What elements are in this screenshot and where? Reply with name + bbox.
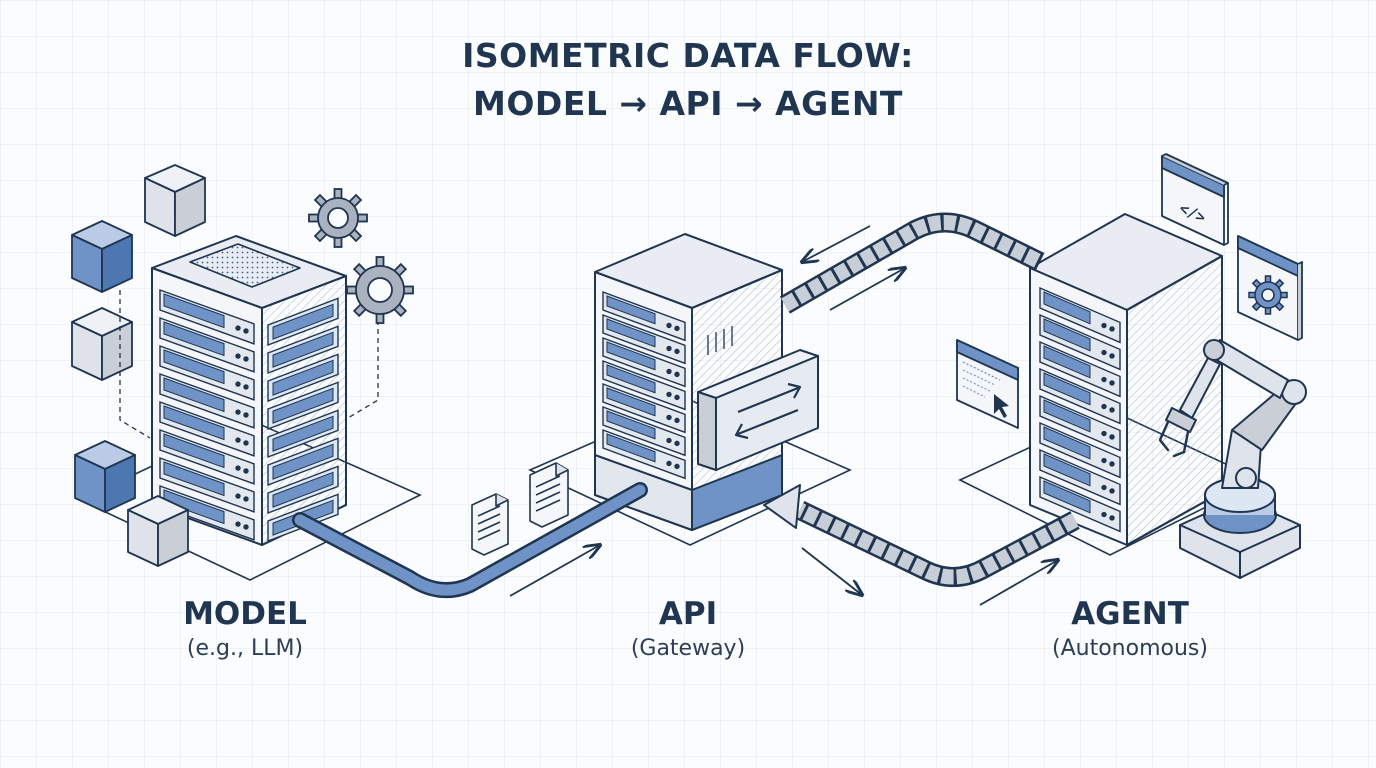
return-arrowhead xyxy=(763,484,801,529)
gear-icon xyxy=(346,256,414,324)
exchange-arrows-icon xyxy=(734,382,802,440)
cube-gray-bottom xyxy=(127,495,189,567)
gear-icon xyxy=(308,188,368,248)
model-data-cubes xyxy=(71,164,379,567)
api-label: API xyxy=(658,596,718,632)
code-window-icon xyxy=(1161,153,1229,246)
api-exchange-panel xyxy=(697,349,819,471)
gear-connector-dashed xyxy=(347,320,379,419)
model-rack-slots xyxy=(159,289,339,543)
cube-blue-left xyxy=(71,220,133,293)
cube-blue-bottom xyxy=(74,440,136,513)
api-sublabel: (Gateway) xyxy=(630,636,746,661)
diagram-title-line1: ISOMETRIC DATA FLOW: xyxy=(462,36,914,75)
api-rack-slots xyxy=(602,290,686,480)
cube-gray-top xyxy=(144,164,206,237)
cube-connector-dashed xyxy=(119,290,151,439)
model-to-api-pipe xyxy=(292,482,648,599)
robot-arm xyxy=(1158,339,1307,579)
agent-label: AGENT xyxy=(1071,596,1189,632)
diagram-title-line2: MODEL → API → AGENT xyxy=(473,84,903,123)
model-label: MODEL xyxy=(183,596,307,632)
agent-to-api-conveyor-bottom xyxy=(763,484,1080,588)
document-icon xyxy=(529,462,569,528)
document-icon xyxy=(471,493,509,556)
gear-icon xyxy=(1248,275,1288,315)
api-to-agent-conveyor-top xyxy=(780,212,1045,314)
agent-sublabel: (Autonomous) xyxy=(1052,636,1208,661)
model-sublabel: (e.g., LLM) xyxy=(186,636,304,661)
cube-gray-mid xyxy=(71,307,133,381)
agent-rack-slots xyxy=(1039,286,1121,533)
cursor-window-icon xyxy=(956,339,1019,429)
api-vents xyxy=(707,326,733,355)
flow-direction-arrows xyxy=(509,225,1058,606)
cursor-icon xyxy=(994,394,1009,418)
